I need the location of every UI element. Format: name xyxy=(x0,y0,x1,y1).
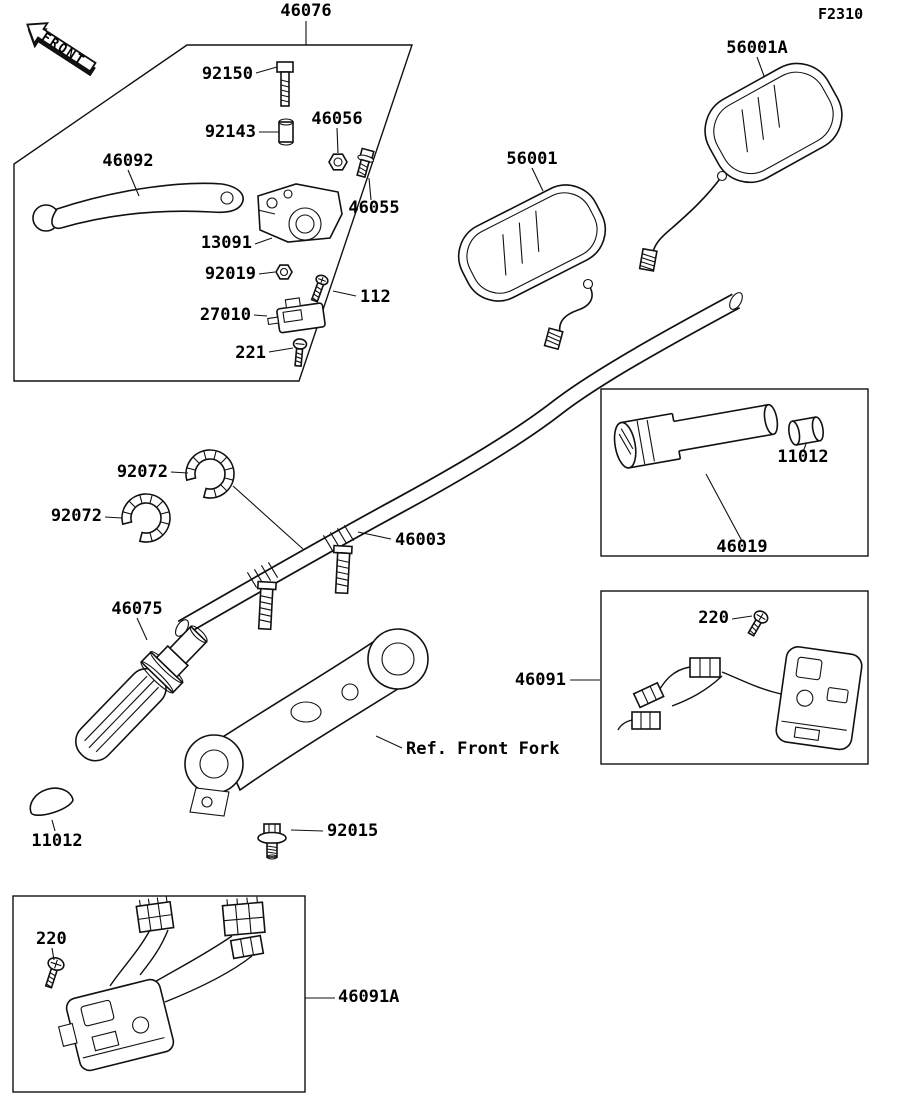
collar-92143 xyxy=(278,118,294,146)
nut-92019 xyxy=(275,264,293,280)
label-92015: 92015 xyxy=(327,821,378,841)
grip-46075 xyxy=(74,625,208,762)
label-220-left: 220 xyxy=(36,929,67,949)
mirror-56001a xyxy=(638,62,843,272)
label-56001a: 56001A xyxy=(726,38,787,58)
label-ref-front-fork: Ref. Front Fork xyxy=(406,739,560,759)
screw-221 xyxy=(292,338,308,368)
bolt-46055 xyxy=(356,147,375,179)
clamp-position-leader xyxy=(232,485,304,550)
page-code: F2310 xyxy=(818,5,863,23)
screw-112 xyxy=(310,274,329,303)
label-46092: 46092 xyxy=(102,151,153,171)
front-fork-crown xyxy=(184,628,429,817)
mirror-56001 xyxy=(457,184,607,351)
clamp-92072-lower xyxy=(121,493,171,543)
mount-stud-right xyxy=(332,544,353,595)
connector-c-46091a xyxy=(229,934,265,960)
front-arrow-label: FRONT xyxy=(38,30,87,69)
label-92072-upper: 92072 xyxy=(117,462,168,482)
screw-220-left xyxy=(44,956,65,989)
label-92143: 92143 xyxy=(205,122,256,142)
label-27010: 27010 xyxy=(200,305,251,325)
bar-end-cap-right-11012 xyxy=(788,416,824,446)
switch-housing-46091 xyxy=(775,646,863,751)
grip-46019-box xyxy=(600,388,869,557)
label-92019: 92019 xyxy=(205,264,256,284)
label-46075: 46075 xyxy=(111,599,162,619)
label-46091: 46091 xyxy=(515,670,566,690)
label-46056: 46056 xyxy=(311,109,362,129)
label-13091: 13091 xyxy=(201,233,252,253)
label-112: 112 xyxy=(360,287,391,307)
handlebar-46003 xyxy=(174,292,743,637)
label-220-right: 220 xyxy=(698,608,729,628)
label-11012-left: 11012 xyxy=(31,831,82,851)
label-46003: 46003 xyxy=(395,530,446,550)
label-56001: 56001 xyxy=(506,149,557,169)
switch-housing-46091a xyxy=(57,978,175,1072)
screw-220-right xyxy=(747,610,769,637)
knurl-band-right xyxy=(322,525,355,551)
mount-stud-left xyxy=(256,580,277,631)
bolt-92015 xyxy=(257,823,287,860)
knurl-band-left xyxy=(246,562,279,588)
label-46091a: 46091A xyxy=(338,987,399,1007)
connector-b-46091a xyxy=(221,896,266,937)
lever-holder-13091 xyxy=(257,183,343,243)
label-92072-lower: 92072 xyxy=(51,506,102,526)
lever-assembly-box xyxy=(13,44,413,382)
clamp-92072-upper xyxy=(185,449,235,499)
wiring-harness-46091 xyxy=(617,657,782,731)
label-46076: 46076 xyxy=(280,1,331,21)
label-221: 221 xyxy=(235,343,266,363)
label-92150: 92150 xyxy=(202,64,253,84)
label-11012-right: 11012 xyxy=(777,447,828,467)
bar-end-cap-left-11012 xyxy=(29,787,74,816)
nut-46056 xyxy=(328,153,348,171)
switch-46091a-box xyxy=(12,895,306,1093)
label-46055: 46055 xyxy=(348,198,399,218)
front-arrow: FRONT xyxy=(26,22,97,77)
brake-lever-46092 xyxy=(32,182,244,232)
throttle-tube-46019 xyxy=(613,403,779,469)
leader-lines xyxy=(51,21,807,999)
label-46019: 46019 xyxy=(716,537,767,557)
bolt-92150 xyxy=(276,61,294,107)
brake-switch-27010 xyxy=(267,297,326,334)
connector-a-46091a xyxy=(135,896,175,934)
switch-46091-box xyxy=(600,590,869,765)
